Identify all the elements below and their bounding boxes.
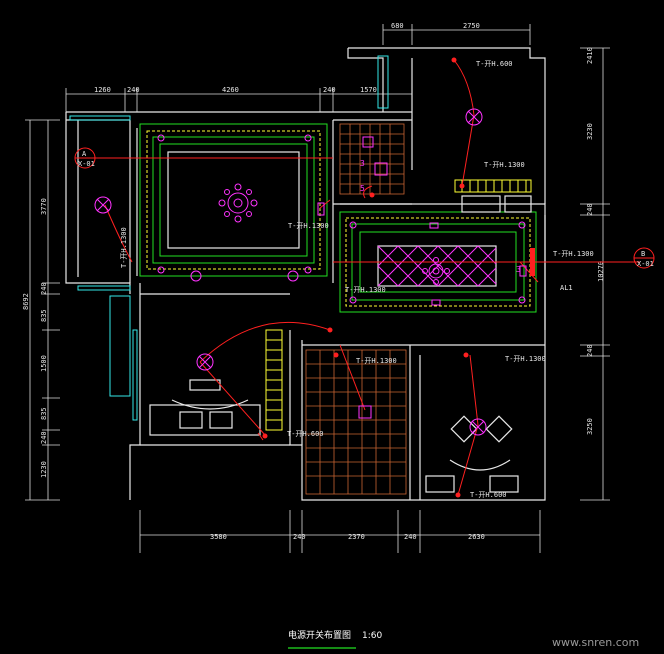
kitchen-tiles — [339, 123, 405, 195]
switch-text-bedroom-se: T-开H.1300 — [505, 355, 546, 363]
dim-top-2: 240 — [127, 86, 140, 94]
switch-markers — [262, 57, 469, 498]
dim-left-3: 835 — [40, 309, 48, 322]
axis-b-letter: B — [641, 250, 645, 258]
drawing-title: 电源开关布置图 — [288, 629, 351, 641]
dim-right-4: 10270 — [597, 261, 605, 282]
panel-label: AL1 — [560, 284, 573, 292]
dim-right-5: 240 — [586, 344, 594, 357]
circuit-wiring — [85, 59, 640, 496]
windows — [69, 55, 389, 421]
downlights — [157, 134, 526, 304]
dim-bottom-1: 3580 — [210, 533, 227, 541]
axis-a-letter: A — [82, 150, 87, 158]
dim-left-texts: 8692 3770 240 835 1500 835 240 1230 — [22, 198, 48, 478]
dimension-lines — [25, 24, 610, 553]
ceiling-lamp-dining — [422, 257, 450, 285]
switch-text-living: T-开H.1300 — [288, 222, 329, 230]
dim-bottom-4: 240 — [404, 533, 417, 541]
square-lights — [317, 136, 527, 419]
height-text-sw: T-开H.600 — [287, 430, 324, 438]
dim-left-total: 8692 — [22, 293, 30, 310]
dim-right-1: 2410 — [586, 47, 594, 64]
switch-text-west: T-开H.1300 — [120, 227, 128, 268]
switch-number-3: 5 — [360, 184, 365, 193]
dim-right-3: 240 — [586, 203, 594, 216]
axis-b-code: X-01 — [637, 260, 654, 268]
ceiling-lamp-living — [218, 183, 258, 223]
dim-left-6: 240 — [40, 431, 48, 444]
dim-top-5: 1570 — [360, 86, 377, 94]
watermark: www.snren.com — [552, 636, 639, 649]
dim-right-texts: 2410 3230 240 10270 240 3250 — [586, 47, 605, 435]
dim-right-2: 3230 — [586, 123, 594, 140]
living-room-ceiling — [139, 123, 328, 277]
dim-left-4: 1500 — [40, 355, 48, 372]
dim-left-2: 240 — [40, 282, 48, 295]
axis-a-code: X-01 — [78, 160, 95, 168]
switch-number-2: 3 — [516, 265, 521, 274]
switch-text-corridor: T-开H.1300 — [345, 286, 386, 294]
dim-top-4: 240 — [323, 86, 336, 94]
dim-left-5: 835 — [40, 407, 48, 420]
dim-bottom-2: 240 — [293, 533, 306, 541]
bathroom-tiles — [305, 349, 407, 495]
switch-text-bedroom-ne: T-开H.1300 — [484, 161, 525, 169]
switch-text-dining: T-开H.1300 — [553, 250, 594, 258]
dim-right-6: 3250 — [586, 418, 594, 435]
pendant-lamps — [94, 108, 487, 436]
dim-top-7: 2750 — [463, 22, 480, 30]
dim-top-3: 4260 — [222, 86, 239, 94]
height-text-se: T-开H.600 — [470, 491, 507, 499]
dim-top-1: 1260 — [94, 86, 111, 94]
distribution-panel — [530, 248, 535, 276]
wardrobes — [265, 179, 532, 431]
switch-number-1: 3 — [360, 159, 365, 168]
axis-marker-b: B X-01 — [633, 247, 655, 269]
dim-left-1: 3770 — [40, 198, 48, 215]
switch-text-bathroom: T-开H.1300 — [356, 357, 397, 365]
dim-top-6: 680 — [391, 22, 404, 30]
dim-left-7: 1230 — [40, 461, 48, 478]
dim-bottom-5: 2630 — [468, 533, 485, 541]
axis-marker-a: A X-01 — [74, 147, 96, 169]
beds — [149, 379, 519, 493]
drawing-scale: 1:60 — [362, 631, 382, 641]
dim-bottom-3: 2370 — [348, 533, 365, 541]
height-text-ne: T-开H.600 — [476, 60, 513, 68]
